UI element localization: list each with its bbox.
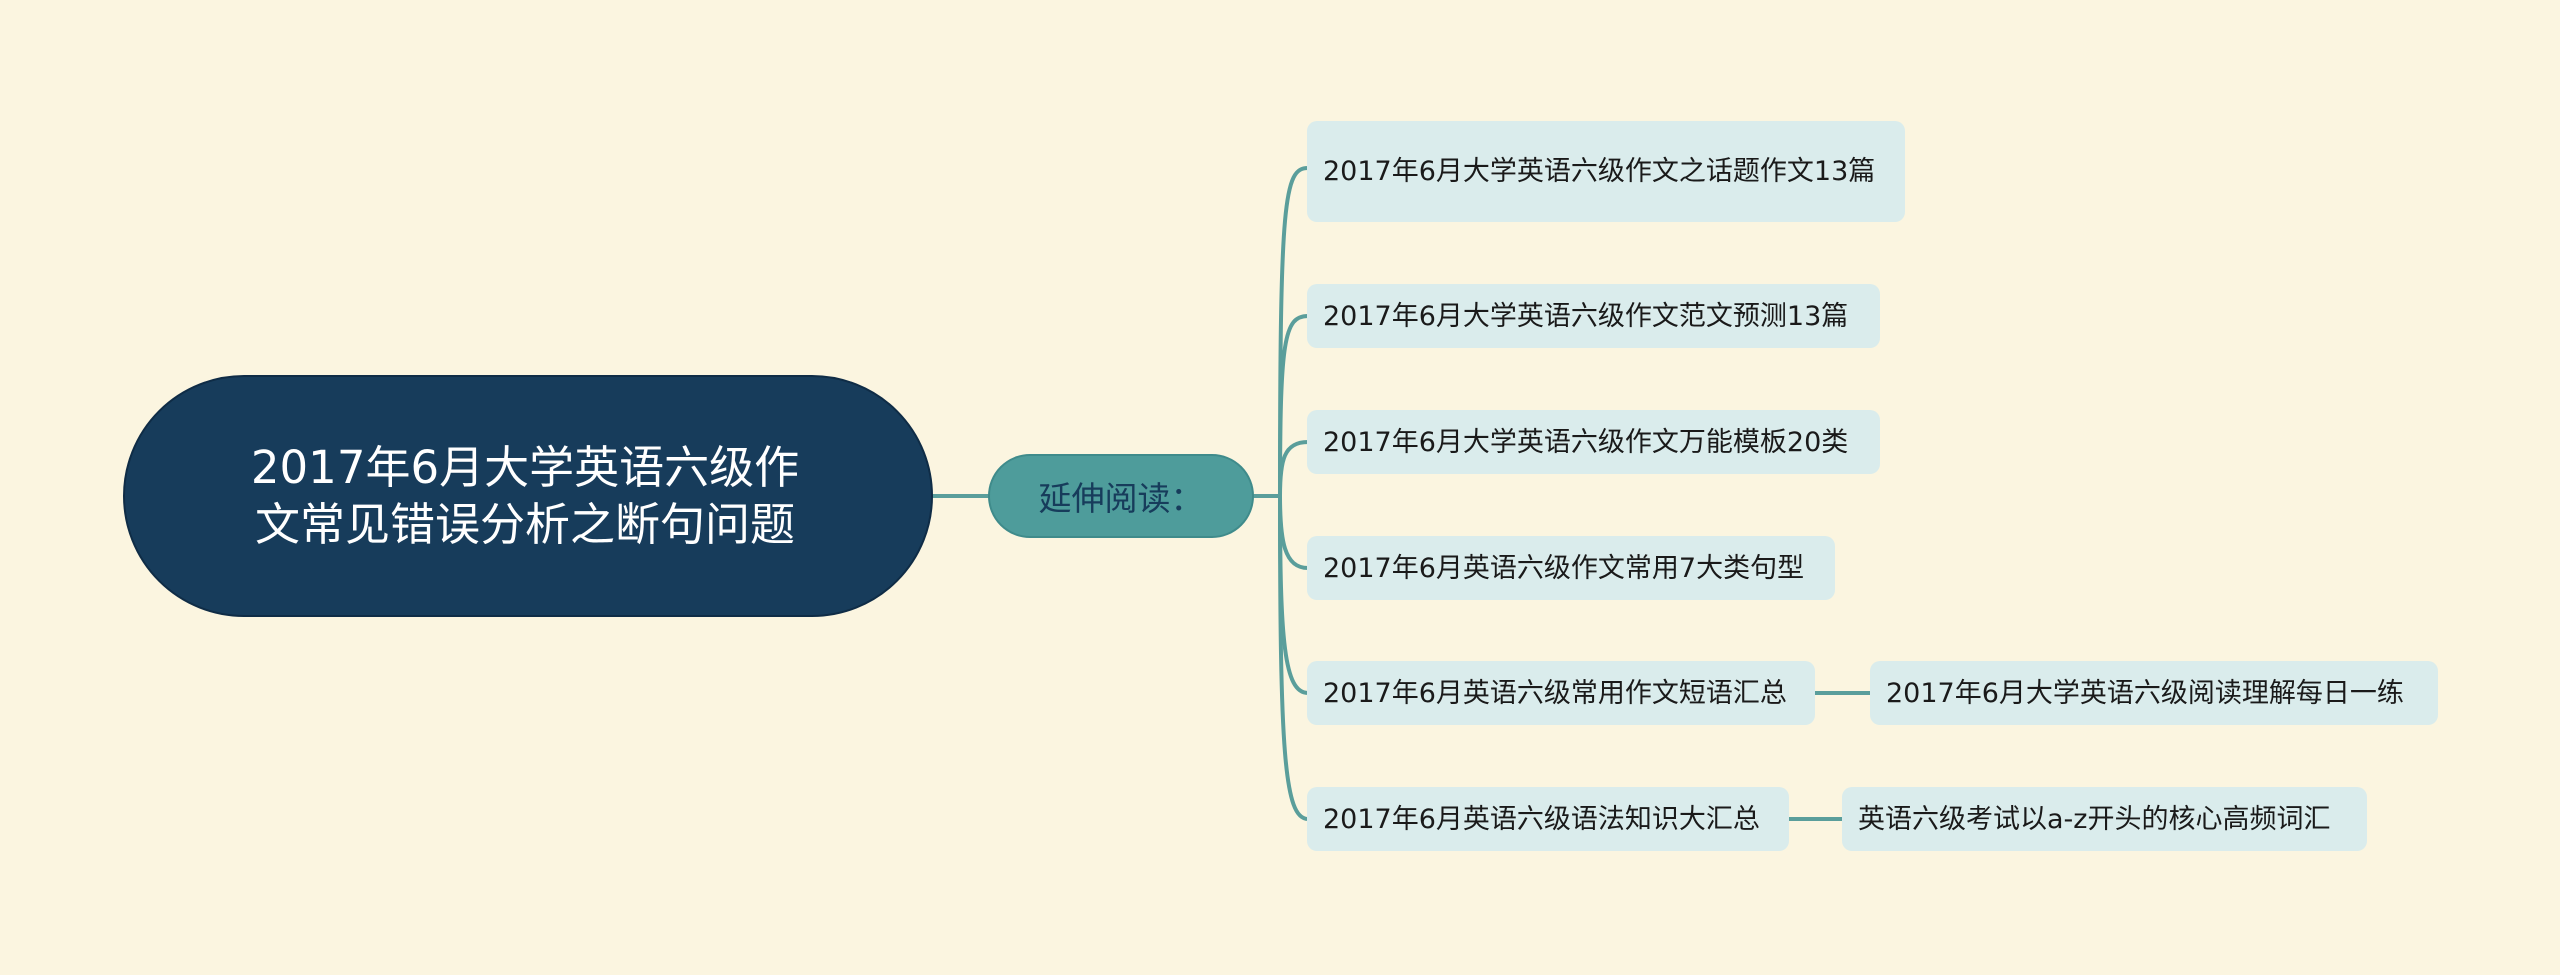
subtopic-5-child-label: 2017年6月大学英语六级阅读理解每日一练 bbox=[1886, 677, 2404, 709]
subtopic-6[interactable]: 2017年6月英语六级语法知识大汇总 bbox=[1307, 787, 1789, 851]
subtopic-3-label: 2017年6月大学英语六级作文万能模板20类 bbox=[1323, 426, 1849, 458]
subtopic-4[interactable]: 2017年6月英语六级作文常用7大类句型 bbox=[1307, 536, 1835, 600]
connector-to-topic-5 bbox=[1278, 494, 1310, 695]
subtopic-6-child[interactable]: 英语六级考试以a-z开头的核心高频词汇 bbox=[1842, 787, 2367, 851]
subtopic-6-label: 2017年6月英语六级语法知识大汇总 bbox=[1323, 803, 1760, 835]
branch-topic-extended-reading[interactable]: 延伸阅读： bbox=[988, 454, 1254, 538]
root-topic[interactable]: 2017年6月大学英语六级作文常见错误分析之断句问题 bbox=[123, 375, 933, 617]
subtopic-2[interactable]: 2017年6月大学英语六级作文范文预测13篇 bbox=[1307, 284, 1880, 348]
subtopic-1-label: 2017年6月大学英语六级作文之话题作文13篇 bbox=[1323, 156, 1876, 187]
root-topic-label: 2017年6月大学英语六级作文常见错误分析之断句问题 bbox=[250, 441, 800, 551]
subtopic-5-label: 2017年6月英语六级常用作文短语汇总 bbox=[1323, 677, 1787, 709]
connector-to-topic-3 bbox=[1278, 440, 1310, 498]
connector-to-topic-6 bbox=[1278, 494, 1310, 821]
subtopic-6-child-label: 英语六级考试以a-z开头的核心高频词汇 bbox=[1858, 803, 2331, 835]
branch-topic-label: 延伸阅读： bbox=[1038, 479, 1204, 518]
subtopic-2-label: 2017年6月大学英语六级作文范文预测13篇 bbox=[1323, 300, 1849, 332]
subtopic-1[interactable]: 2017年6月大学英语六级作文之话题作文13篇 bbox=[1307, 121, 1905, 222]
subtopic-4-label: 2017年6月英语六级作文常用7大类句型 bbox=[1323, 552, 1805, 584]
subtopic-3[interactable]: 2017年6月大学英语六级作文万能模板20类 bbox=[1307, 410, 1880, 474]
connector-to-topic-4 bbox=[1278, 494, 1310, 570]
subtopic-5[interactable]: 2017年6月英语六级常用作文短语汇总 bbox=[1307, 661, 1815, 725]
subtopic-5-child[interactable]: 2017年6月大学英语六级阅读理解每日一练 bbox=[1870, 661, 2438, 725]
connector-to-topic-2 bbox=[1278, 314, 1310, 498]
